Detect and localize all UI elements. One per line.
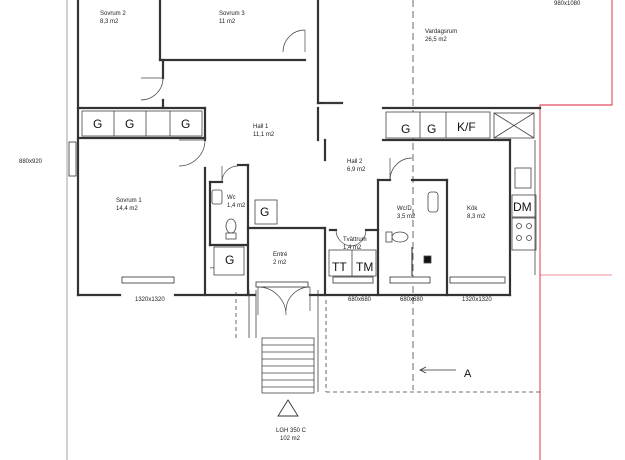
unit-name: LGH 350 C <box>276 428 307 434</box>
window-entre <box>255 281 309 288</box>
window-left <box>68 141 77 177</box>
section-marker-label: A <box>464 368 472 380</box>
wardrobes <box>81 110 491 277</box>
window-4 <box>449 276 506 284</box>
wc-name: Wc <box>227 195 236 201</box>
dim-window-3: 680x680 <box>400 297 424 303</box>
dm-symbol: DM <box>513 200 532 214</box>
kok-area: 8,3 m2 <box>467 214 486 220</box>
kf-symbol: K/F <box>457 120 476 134</box>
sovrum2-area: 8,3 m2 <box>100 19 119 25</box>
hall1-area: 11,1 m2 <box>253 132 275 138</box>
doors <box>140 29 413 316</box>
sovrum2-name: Sovrum 2 <box>100 11 126 17</box>
dishwasher <box>511 194 537 218</box>
dim-window-4: 1320x1320 <box>462 297 492 303</box>
wcd-name: Wc/D <box>397 206 412 212</box>
drain <box>423 255 432 264</box>
wcd-sink <box>427 191 439 213</box>
wc-area: 1,4 m2 <box>227 203 246 209</box>
tt-symbol: TT <box>332 260 347 274</box>
wardrobe-g-7: G <box>225 253 234 267</box>
wardrobe-g-5: G <box>427 122 436 136</box>
dim-window-2: 680x680 <box>348 297 372 303</box>
window-1 <box>121 276 175 284</box>
wcd-toilet <box>391 231 409 243</box>
section-marker-arrow <box>419 366 456 374</box>
tm-symbol: TM <box>356 260 373 274</box>
sovrum1-area: 14,4 m2 <box>116 206 138 212</box>
entre-area: 2 m2 <box>273 260 287 266</box>
wardrobe-g-4: G <box>401 122 410 136</box>
kok-name: Kök <box>467 206 478 212</box>
hall2-area: 6,9 m2 <box>347 167 366 173</box>
sovrum3-area: 11 m2 <box>219 19 236 25</box>
entrance-stairs <box>235 290 540 394</box>
property-line-red <box>539 0 613 460</box>
vardagsrum-name: Vardagsrum <box>425 29 457 35</box>
window-2 <box>332 276 374 284</box>
sovrum1-name: Sovrum 1 <box>116 198 142 204</box>
wc-sink <box>211 189 223 205</box>
vardagsrum-area: 26,5 m2 <box>425 37 447 43</box>
dim-left-window: 880x920 <box>19 159 43 165</box>
wardrobe-dividers <box>113 111 447 276</box>
stove <box>511 217 537 251</box>
walls <box>76 0 542 297</box>
entre-name: Entré <box>273 252 288 258</box>
ventilation-box <box>493 112 535 139</box>
sovrum3-name: Sovrum 3 <box>219 11 245 17</box>
wardrobe-g-1: G <box>93 117 102 131</box>
wardrobe-g-3: G <box>181 117 190 131</box>
dim-top-right: 980x1080 <box>554 1 581 7</box>
hall1-name: Hall 1 <box>253 124 269 130</box>
window-3 <box>389 276 431 284</box>
sanitary-fixtures <box>211 189 439 276</box>
wc-toilet <box>225 218 237 234</box>
hall2-name: Hall 2 <box>347 159 363 165</box>
unit-area: 102 m2 <box>280 436 301 442</box>
kitchen-counter <box>511 140 537 275</box>
tvattrum-name: Tvättrum <box>343 237 367 243</box>
kitchen-sink <box>514 167 532 189</box>
tvattrum-area: 1,4 m2 <box>343 245 362 251</box>
dim-window-1: 1320x1320 <box>135 297 165 303</box>
wardrobe-g-6: G <box>260 205 269 219</box>
windows <box>68 141 506 288</box>
triangle-marker <box>277 399 299 417</box>
wardrobe-g-2: G <box>125 117 134 131</box>
wcd-area: 3,5 m2 <box>397 214 416 220</box>
